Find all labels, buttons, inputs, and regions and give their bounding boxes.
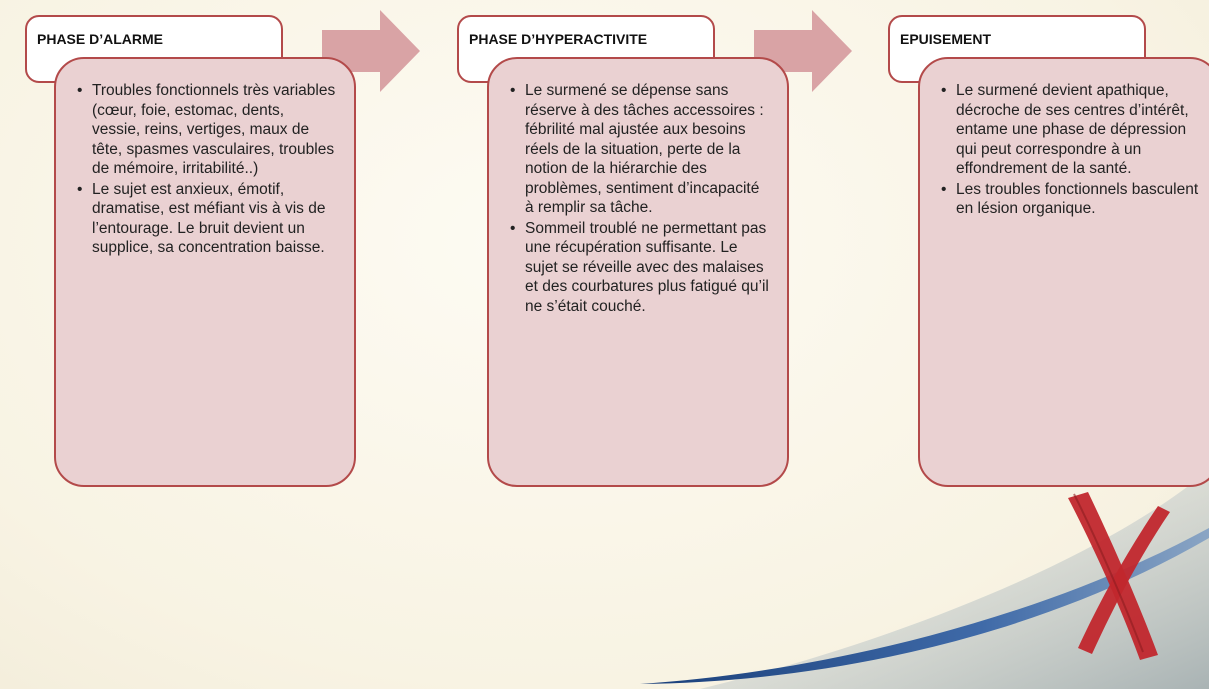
x-mark-icon: [1068, 492, 1170, 660]
corner-shade: [700, 470, 1209, 689]
phase-content-box: Le surmené devient apathique, décroche d…: [918, 57, 1209, 487]
list-item: Sommeil troublé ne permettant pas une ré…: [510, 219, 769, 317]
phase-content-box: Troubles fonctionnels très variables (cœ…: [54, 57, 356, 487]
list-item: Les troubles fonctionnels basculent en l…: [941, 180, 1200, 219]
phase-item-list: Troubles fonctionnels très variables (cœ…: [76, 81, 336, 258]
list-item: Le surmené se dépense sans réserve à des…: [510, 81, 769, 218]
phase-title: PHASE D’HYPERACTIVITE: [469, 31, 648, 47]
phase-title: PHASE D’ALARME: [37, 31, 164, 47]
phase-content-box: Le surmené se dépense sans réserve à des…: [487, 57, 789, 487]
list-item: Le surmené devient apathique, décroche d…: [941, 81, 1200, 179]
phase-item-list: Le surmené devient apathique, décroche d…: [940, 81, 1200, 219]
list-item: Troubles fonctionnels très variables (cœ…: [77, 81, 336, 179]
phase-title: EPUISEMENT: [900, 31, 992, 47]
phase-item-list: Le surmené se dépense sans réserve à des…: [509, 81, 769, 316]
list-item: Le sujet est anxieux, émotif, dramatise,…: [77, 180, 336, 258]
